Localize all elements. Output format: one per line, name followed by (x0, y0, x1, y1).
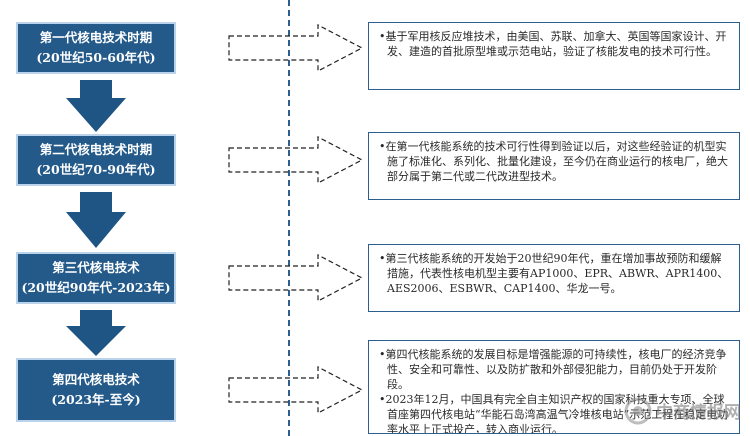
description-text: •基于军用核反应堆技术，由美国、苏联、加拿大、英国等国家设计、开发、建造的首批原… (379, 30, 727, 58)
generation-box-4: 第四代核电技术 (2023年-至今) (16, 358, 176, 422)
generation-period: (20世纪90年代-2023年) (21, 280, 171, 295)
generation-period: (20世纪50-60年代) (36, 50, 156, 65)
generation-title: 第一代核电技术时期 (39, 30, 153, 45)
timeline-divider (288, 0, 290, 436)
description-text: •第三代核能系统的开发始于20世纪90年代，重在增加事故预防和缓解措施，代表性核… (379, 252, 729, 295)
description-text: •第四代核能系统的发展目标是增强能源的可持续性，核电厂的经济竞争性、安全和可靠性… (379, 348, 727, 391)
down-arrow-icon (66, 80, 126, 132)
description-box-1: •基于军用核反应堆技术，由美国、苏联、加拿大、英国等国家设计、开发、建造的首批原… (368, 22, 740, 90)
description-box-2: •在第一代核能系统的技术可行性得到验证以后，对这些经验证的机型实施了标准化、系列… (368, 132, 740, 200)
description-box-3: •第三代核能系统的开发始于20世纪90年代，重在增加事故预防和缓解措施，代表性核… (368, 244, 740, 312)
generation-title: 第二代核电技术时期 (39, 142, 153, 157)
generation-period: (2023年-至今) (51, 392, 141, 407)
dashed-arrow-icon (228, 24, 364, 72)
generation-box-1: 第一代核电技术时期 (20世纪50-60年代) (16, 22, 176, 74)
generation-period: (20世纪70-90年代) (36, 162, 156, 177)
generation-box-2: 第二代核电技术时期 (20世纪70-90年代) (16, 134, 176, 186)
description-text: •在第一代核能系统的技术可行性得到验证以后，对这些经验证的机型实施了标准化、系列… (379, 140, 728, 183)
description-text: •2023年12月，中国具有完全自主知识产权的国家科技重大专项、全球首座第四代核… (379, 393, 729, 434)
down-arrow-icon (66, 192, 126, 248)
generation-title: 第四代核电技术 (52, 372, 140, 387)
dashed-arrow-icon (228, 366, 364, 414)
down-arrow-icon (66, 310, 126, 356)
dashed-arrow-icon (228, 136, 364, 184)
generation-box-3: 第三代核电技术 (20世纪90年代-2023年) (16, 252, 176, 304)
description-box-4: •第四代核能系统的发展目标是增强能源的可持续性，核电厂的经济竞争性、安全和可靠性… (368, 340, 740, 434)
generation-title: 第三代核电技术 (52, 260, 140, 275)
dashed-arrow-icon (228, 254, 364, 302)
